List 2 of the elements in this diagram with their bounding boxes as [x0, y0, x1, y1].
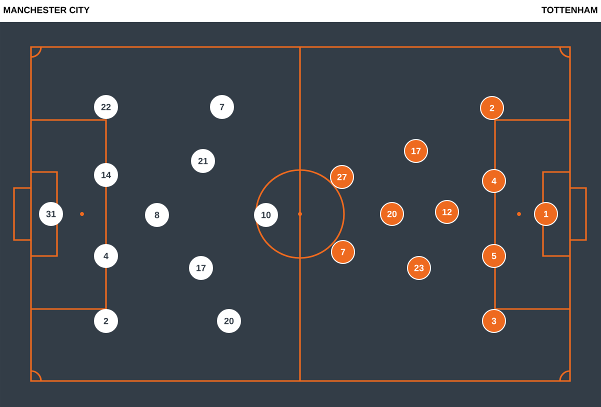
- team-name: MANCHESTER CITY: [4, 6, 90, 14]
- team-name: TOTTENHAM: [542, 6, 598, 14]
